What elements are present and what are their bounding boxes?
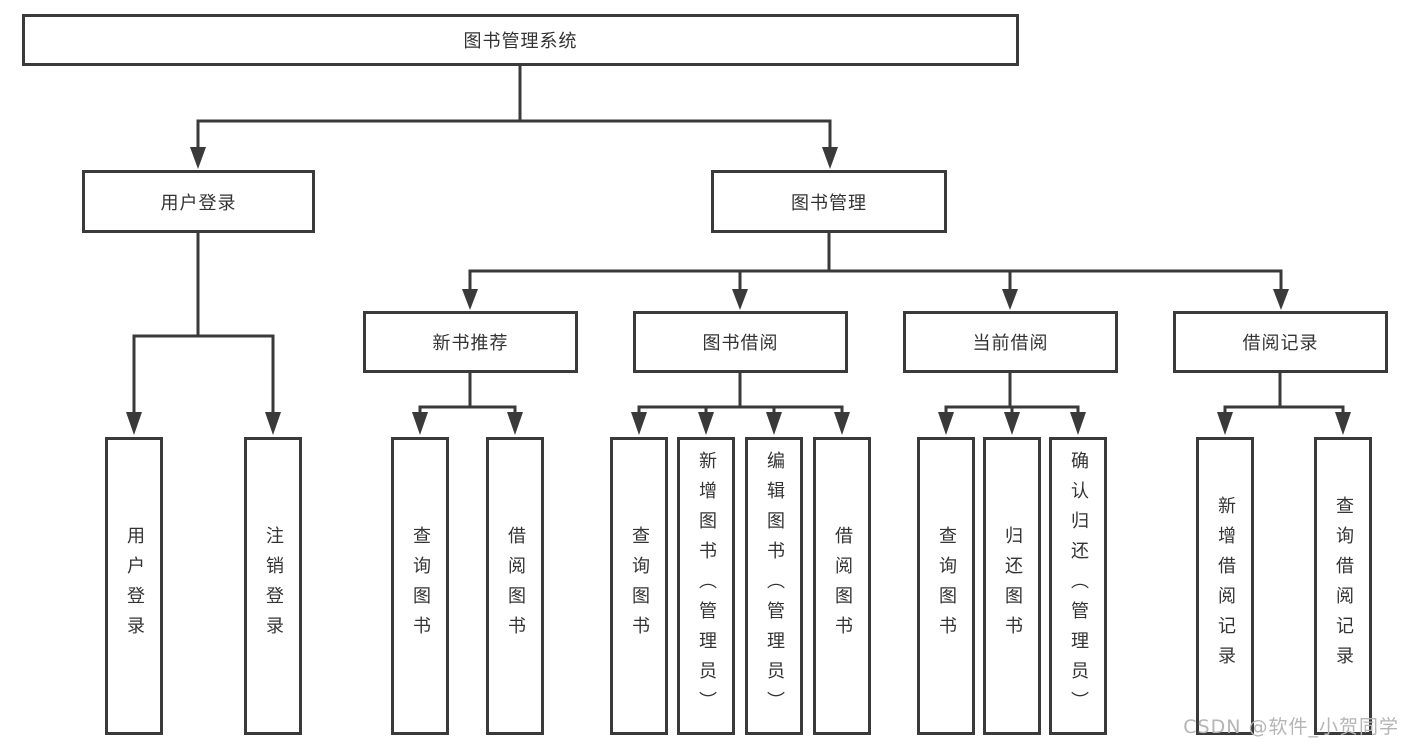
node-logout: 注销登录 xyxy=(244,437,302,735)
node-label: 新书推荐 xyxy=(432,333,509,354)
node-query-borrow-record: 查询借阅记录 xyxy=(1314,437,1372,735)
node-label: 用户登录 xyxy=(124,526,145,646)
node-label: 新增借阅记录 xyxy=(1215,496,1236,676)
node-borrow-records: 借阅记录 xyxy=(1173,311,1388,373)
node-label: 查询图书 xyxy=(629,526,650,646)
node-borrow-query-books: 查询图书 xyxy=(610,437,668,735)
node-book-borrow: 图书借阅 xyxy=(633,311,848,373)
watermark: CSDN @软件_小贺同学 xyxy=(1183,716,1399,738)
node-root: 图书管理系统 xyxy=(22,14,1019,66)
node-label: 确认归还（管理员） xyxy=(1068,451,1089,721)
node-label: 归还图书 xyxy=(1002,526,1023,646)
node-label: 借阅图书 xyxy=(505,526,526,646)
node-label: 图书管理系统 xyxy=(463,31,578,52)
node-label: 当前借阅 xyxy=(972,333,1049,354)
node-label: 图书管理 xyxy=(791,192,867,214)
node-label: 借阅图书 xyxy=(832,526,853,646)
node-label: 借阅记录 xyxy=(1242,333,1319,354)
node-label: 注销登录 xyxy=(263,526,284,646)
node-label: 图书借阅 xyxy=(702,333,779,354)
node-new-book-recommend: 新书推荐 xyxy=(363,311,578,373)
node-user-login-leaf: 用户登录 xyxy=(105,437,163,735)
node-edit-books-admin: 编辑图书（管理员） xyxy=(745,437,803,735)
node-label: 编辑图书（管理员） xyxy=(764,451,785,721)
node-label: 查询图书 xyxy=(410,526,431,646)
node-current-query-books: 查询图书 xyxy=(917,437,975,735)
node-borrow-borrow-books: 借阅图书 xyxy=(813,437,871,735)
node-book-management: 图书管理 xyxy=(711,170,947,233)
node-label: 查询图书 xyxy=(936,526,957,646)
node-return-books: 归还图书 xyxy=(983,437,1041,735)
node-confirm-return-admin: 确认归还（管理员） xyxy=(1049,437,1107,735)
node-add-borrow-record: 新增借阅记录 xyxy=(1196,437,1254,735)
node-label: 用户登录 xyxy=(160,192,237,214)
node-label: 查询借阅记录 xyxy=(1333,496,1354,676)
node-label: 新增图书（管理员） xyxy=(696,451,717,721)
node-recommend-query-books: 查询图书 xyxy=(391,437,449,735)
node-add-books-admin: 新增图书（管理员） xyxy=(677,437,735,735)
node-current-borrow: 当前借阅 xyxy=(903,311,1118,373)
node-user-login: 用户登录 xyxy=(82,170,315,233)
node-recommend-borrow-books: 借阅图书 xyxy=(486,437,544,735)
